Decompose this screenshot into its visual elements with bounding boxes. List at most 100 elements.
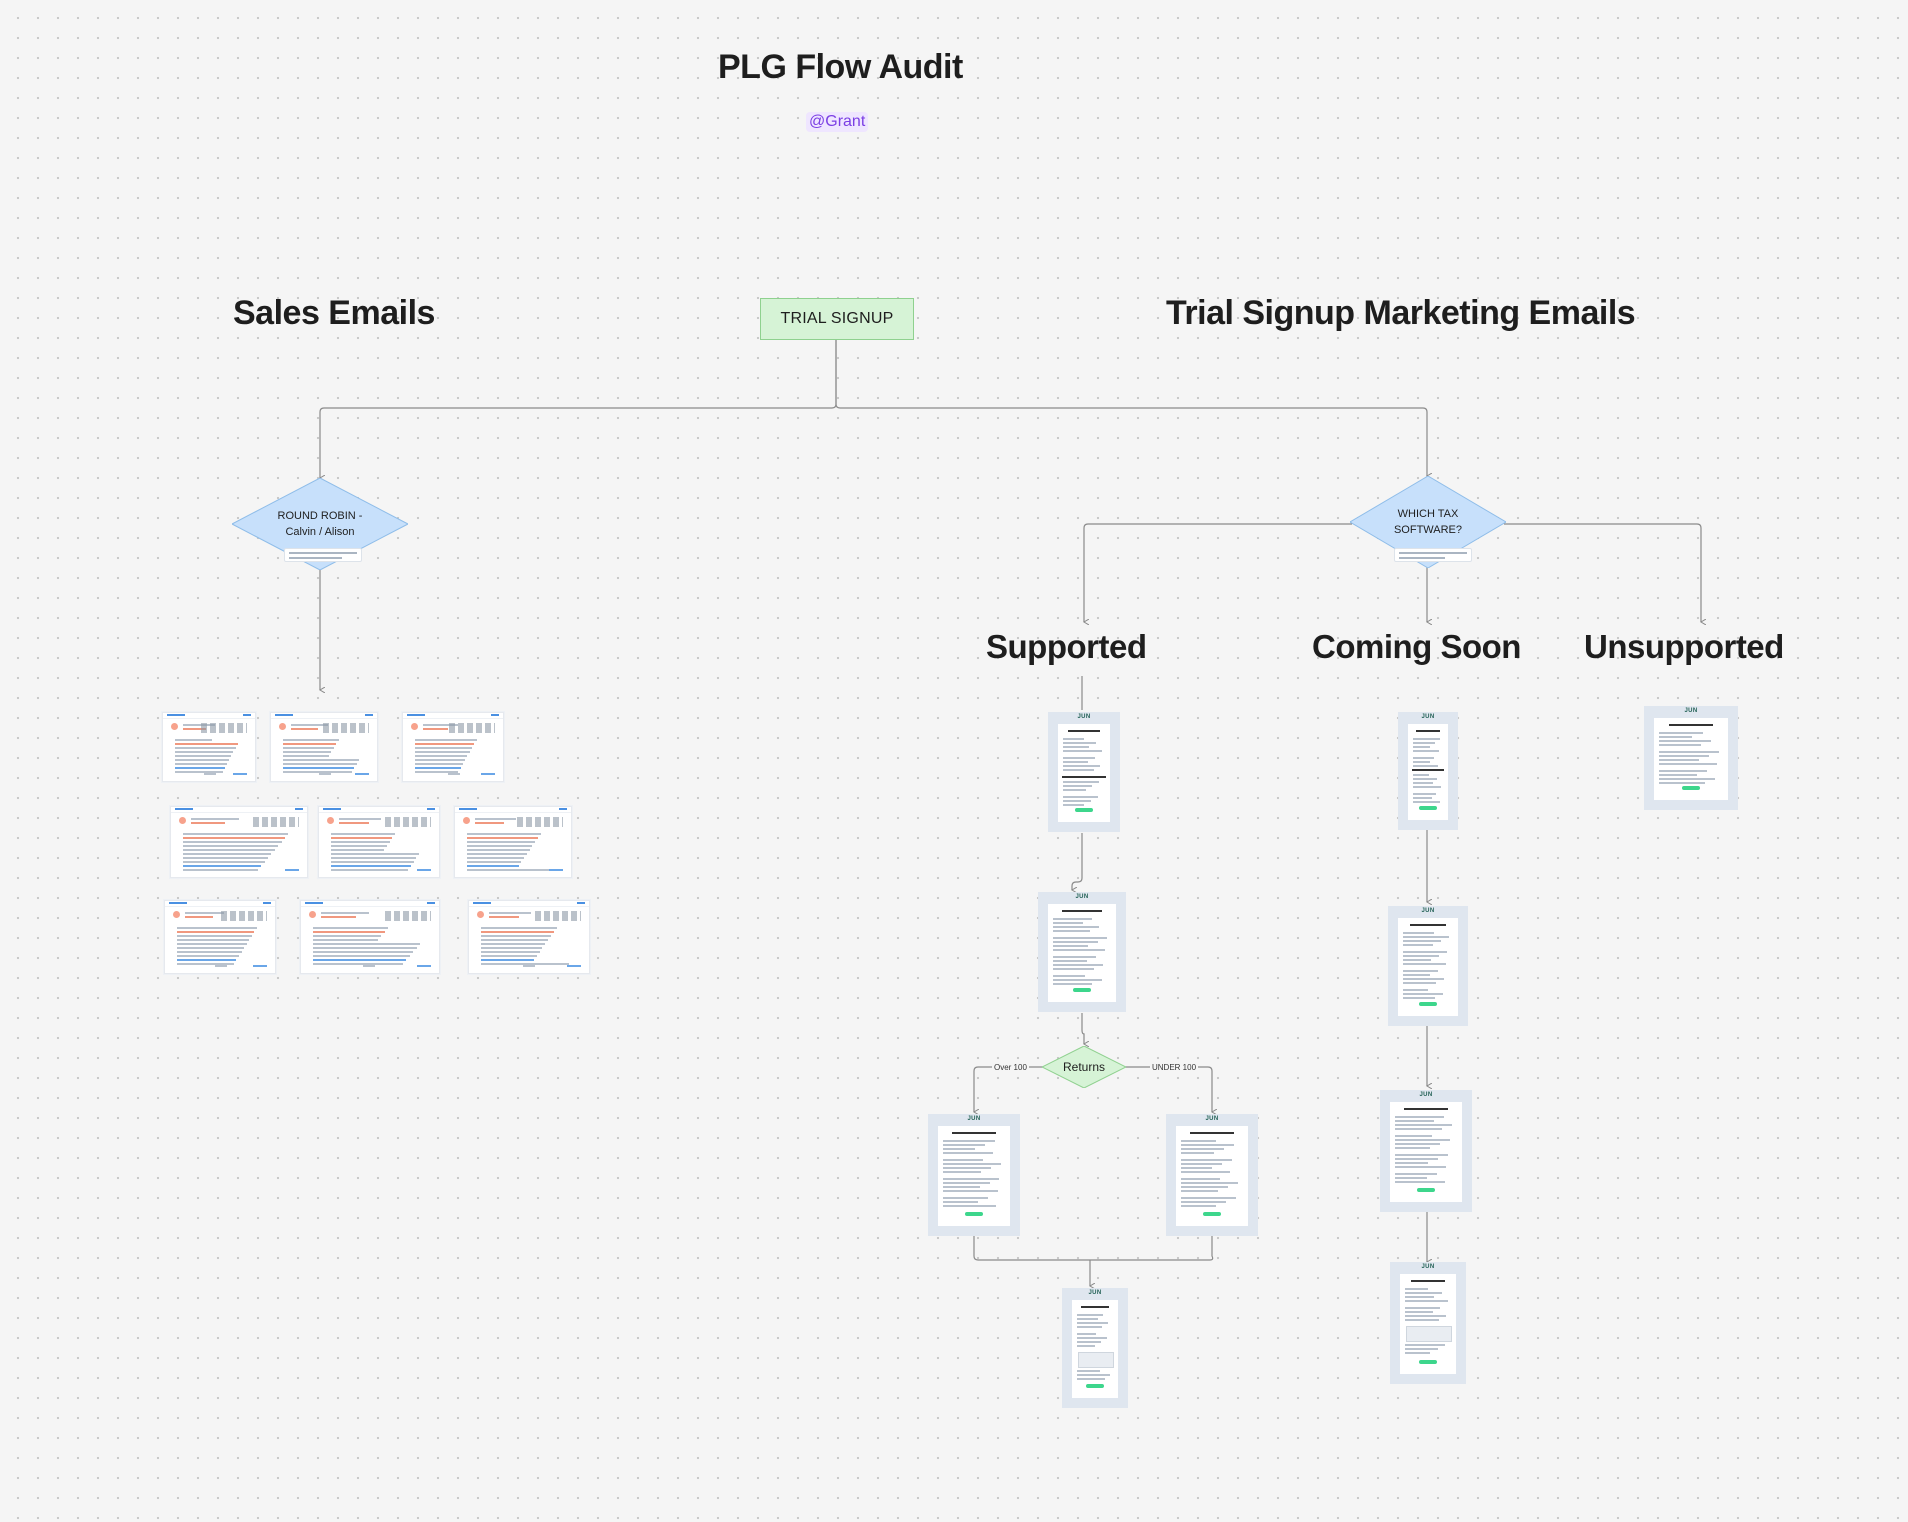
text-line <box>313 959 407 961</box>
text-line <box>481 955 537 957</box>
marketing-email-thumbnail[interactable]: JUN <box>1390 1262 1466 1384</box>
text-line <box>291 728 318 730</box>
sender-avatar-icon <box>477 911 484 918</box>
sales-email-thumbnail[interactable] <box>318 806 440 878</box>
marketing-email-thumbnail[interactable]: JUN <box>1048 712 1120 832</box>
text-line <box>331 845 387 847</box>
text-line <box>313 939 378 941</box>
text-line <box>283 759 360 761</box>
text-line <box>1063 750 1102 752</box>
sales-email-thumbnail[interactable] <box>300 900 440 974</box>
text-line <box>331 849 384 851</box>
connector-trial-to-roundrobin <box>320 338 837 478</box>
sales-email-thumbnail[interactable] <box>402 712 504 782</box>
marketing-email-thumbnail[interactable]: JUN <box>928 1114 1020 1236</box>
text-line <box>1659 782 1706 784</box>
thumbnail-header-line <box>407 714 425 716</box>
thumbnail-header-link <box>427 902 435 904</box>
text-line <box>1413 801 1441 803</box>
text-line <box>1063 781 1100 783</box>
marketing-email-thumbnail[interactable]: JUN <box>1388 906 1468 1026</box>
heading-unsupported: Unsupported <box>1584 628 1784 665</box>
cta-button-icon <box>1075 808 1093 812</box>
text-line <box>1403 970 1438 972</box>
returns-decision[interactable]: Returns <box>1042 1046 1126 1088</box>
text-line <box>1077 1378 1105 1380</box>
email-heading-line <box>1416 730 1440 732</box>
text-line <box>313 963 404 965</box>
thumbnail-header <box>271 713 377 719</box>
text-line <box>1181 1201 1227 1203</box>
text-line <box>1077 1326 1103 1328</box>
cta-button-icon <box>1419 1360 1437 1364</box>
thumbnail-header-line <box>169 902 187 904</box>
email-body <box>1390 1102 1462 1202</box>
text-line <box>1181 1205 1217 1207</box>
text-line <box>1403 963 1446 965</box>
email-body <box>1400 1274 1456 1374</box>
text-line <box>1413 738 1440 740</box>
text-line <box>1053 930 1091 932</box>
text-line <box>1053 979 1102 981</box>
text-line <box>1395 1135 1433 1137</box>
text-line <box>943 1186 980 1188</box>
text-line <box>423 728 448 730</box>
text-line <box>415 751 470 753</box>
text-line <box>283 755 329 757</box>
thumbnail-header-line <box>459 808 477 810</box>
connector-trial-to-whichtax <box>835 338 1427 476</box>
diamond-shape <box>1042 1046 1126 1088</box>
trial-signup-node[interactable]: TRIAL SIGNUP <box>760 298 914 340</box>
marketing-email-thumbnail[interactable]: JUN <box>1644 706 1738 810</box>
sales-email-thumbnail[interactable] <box>454 806 572 878</box>
text-line <box>253 965 267 967</box>
text-line <box>1181 1140 1216 1142</box>
text-line <box>1053 937 1107 939</box>
text-line <box>1181 1182 1239 1184</box>
sales-email-thumbnail[interactable] <box>164 900 276 974</box>
text-line <box>1395 1173 1437 1175</box>
round-robin-decision[interactable]: ROUND ROBIN - Calvin / Alison <box>232 478 408 570</box>
text-line <box>1077 1337 1107 1339</box>
text-line <box>1063 742 1097 744</box>
marketing-email-thumbnail[interactable]: JUN <box>1166 1114 1258 1236</box>
marketing-email-thumbnail[interactable]: JUN <box>1062 1288 1128 1408</box>
text-line <box>1053 960 1087 962</box>
text-line <box>177 927 257 929</box>
text-line <box>1405 1307 1441 1309</box>
text-line <box>185 912 224 914</box>
cta-button-icon <box>1073 988 1091 992</box>
thumbnail-header-line <box>175 808 193 810</box>
user-mention[interactable]: @Grant <box>806 112 869 132</box>
heading-coming-soon: Coming Soon <box>1312 628 1521 665</box>
connector-whichtax-to-unsupported <box>1504 523 1701 622</box>
sales-email-thumbnail[interactable] <box>468 900 590 974</box>
text-line <box>1181 1178 1221 1180</box>
round-robin-line1: ROUND ROBIN - <box>277 510 363 522</box>
text-line <box>1181 1171 1230 1173</box>
text-line <box>943 1178 1000 1180</box>
text-line <box>567 965 581 967</box>
marketing-email-thumbnail[interactable]: JUN <box>1398 712 1458 830</box>
text-line <box>943 1182 990 1184</box>
text-line <box>1405 1315 1447 1317</box>
text-line <box>233 773 247 775</box>
sales-email-thumbnail[interactable] <box>162 712 256 782</box>
text-line <box>467 857 525 859</box>
text-line <box>523 965 535 967</box>
text-line <box>1405 1296 1435 1298</box>
text-line <box>481 927 557 929</box>
text-line <box>1413 793 1437 795</box>
text-line <box>1659 751 1720 753</box>
sender-avatar-icon <box>327 817 334 824</box>
sales-email-thumbnail[interactable] <box>270 712 378 782</box>
text-line <box>1405 1311 1434 1313</box>
text-line <box>1659 774 1697 776</box>
text-line <box>1395 1181 1445 1183</box>
sales-email-thumbnail[interactable] <box>170 806 308 878</box>
text-line <box>943 1205 996 1207</box>
marketing-email-thumbnail[interactable]: JUN <box>1038 892 1126 1012</box>
marketing-email-thumbnail[interactable]: JUN <box>1380 1090 1472 1212</box>
text-line <box>481 959 534 961</box>
which-tax-decision[interactable]: WHICH TAX SOFTWARE? <box>1350 476 1506 568</box>
